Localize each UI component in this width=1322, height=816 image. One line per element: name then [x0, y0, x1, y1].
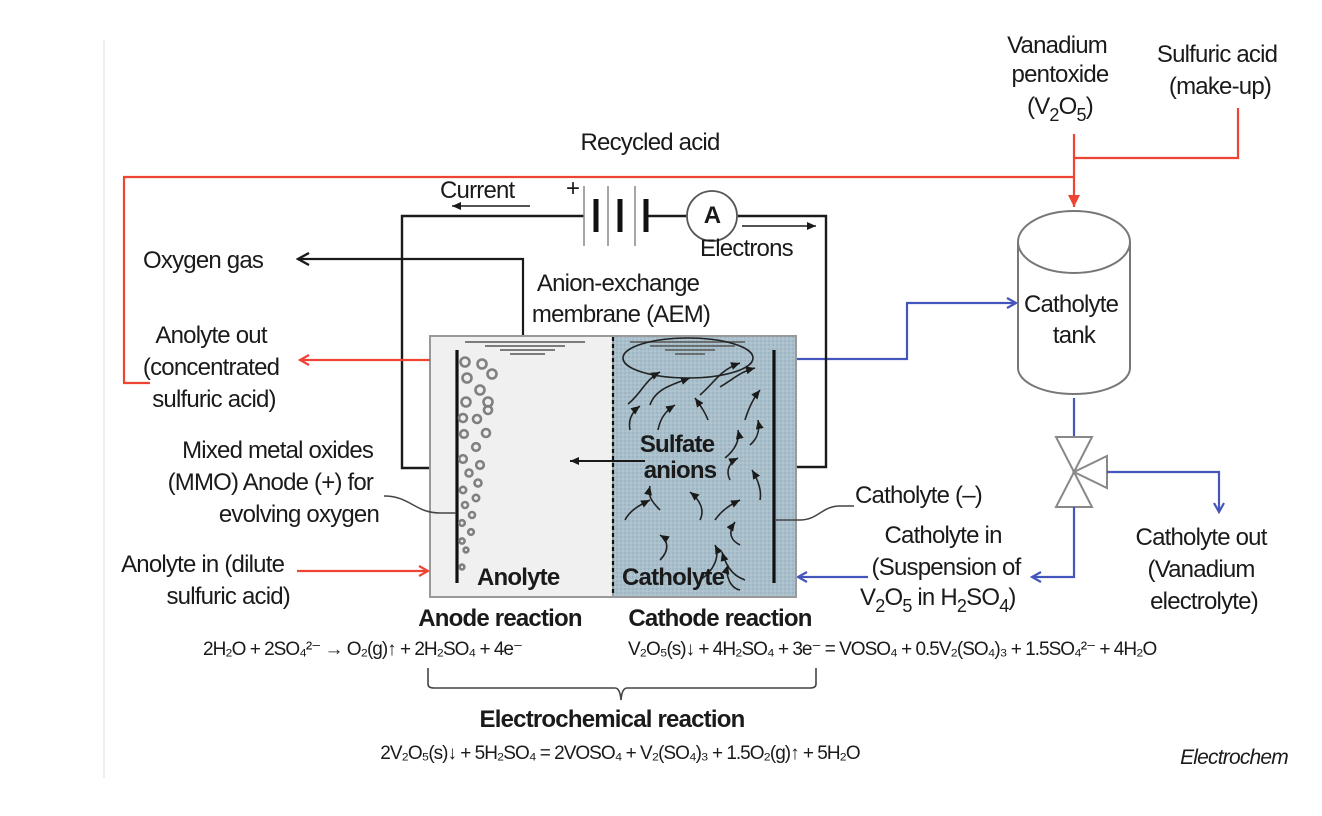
anion-motion-arrow	[624, 499, 651, 521]
catholyte-compartment	[612, 335, 797, 598]
oxygen-bubble	[460, 500, 470, 510]
anode-equation: 2H₂O + 2SO₄²⁻ → O₂(g)↑ + 2H₂SO₄ + 4e⁻	[203, 639, 522, 660]
anion-motion-arrow	[689, 491, 703, 521]
oxygen-bubble	[460, 396, 472, 408]
oxygen-bubble	[471, 493, 481, 503]
cathode-equation: V₂O₅(s)↓ + 4H₂SO₄ + 3e⁻ = VOSO₄ + 0.5V₂(…	[628, 639, 1156, 660]
v2o5-formula: (V2O5)	[1027, 93, 1093, 125]
overall-reaction-title: Electrochemical reaction	[480, 706, 745, 733]
anolyte-out-label: Anolyte out (concentrated sulfuric acid)	[143, 322, 285, 413]
sulfate-anions-label: Sulfate anions	[640, 431, 720, 484]
oxygen-bubble	[457, 518, 467, 528]
battery-plus-sign: +	[566, 175, 579, 202]
catholyte-to-tank-line	[796, 303, 1016, 361]
anion-motion-arrow	[724, 429, 744, 459]
anion-motion-arrow	[649, 377, 691, 406]
oxygen-bubble	[467, 510, 477, 520]
anolyte-in-label: Anolyte in (dilute sulfuric acid)	[121, 551, 290, 610]
anion-motion-arrow	[719, 366, 756, 388]
anion-motion-arrow	[751, 469, 762, 501]
oxygen-bubble	[462, 546, 470, 554]
anion-motion-arrow	[744, 389, 761, 421]
anion-motion-arrow	[628, 405, 641, 431]
catholyte-tank	[1017, 210, 1131, 395]
anion-motion-arrow	[726, 521, 741, 546]
anolyte-level-lines	[465, 341, 585, 355]
anion-motion-arrow	[627, 371, 661, 405]
oxygen-bubble	[458, 485, 468, 495]
catholyte-electrode-label: Catholyte (–)	[855, 482, 982, 509]
sulfate-anion-arrows	[624, 362, 764, 591]
anode-description-label: Mixed metal oxides (MMO) Anode (+) for e…	[168, 437, 379, 528]
oxygen-bubble	[474, 459, 486, 471]
vanadium-pentoxide-label: Vanadium pentoxide	[1007, 32, 1113, 88]
anion-motion-arrow	[721, 564, 741, 591]
anode-callout-line	[383, 495, 456, 514]
electrochemical-cell: Sulfate anions Anolyte Catholyte	[429, 335, 797, 598]
ammeter-label: A	[704, 202, 721, 229]
catholyte-circulation-loop	[622, 337, 754, 379]
oxygen-bubble	[464, 468, 474, 478]
catholyte-compartment-label: Catholyte	[622, 564, 725, 591]
catholyte-return-line	[1032, 507, 1076, 577]
anion-motion-arrow	[699, 362, 741, 396]
battery-icon	[583, 186, 649, 246]
oxygen-bubble	[474, 384, 486, 396]
anode-reaction-title: Anode reaction	[418, 605, 582, 632]
oxygen-bubble	[459, 356, 471, 368]
oxygen-bubble	[458, 537, 466, 545]
recycled-acid-label: Recycled acid	[580, 129, 719, 156]
cathode-reaction-title: Cathode reaction	[628, 605, 811, 632]
three-way-valve	[1054, 436, 1108, 508]
anolyte-compartment-label: Anolyte	[477, 564, 560, 591]
recycled-acid-line	[122, 175, 1074, 385]
anion-motion-arrow	[644, 485, 661, 511]
anion-motion-arrow	[659, 534, 670, 561]
oxygen-bubbles	[457, 356, 498, 571]
oxygen-bubble	[482, 404, 494, 416]
overall-equation: 2V₂O₅(s)↓ + 5H₂SO₄ = 2VOSO₄ + V₂(SO₄)₃ +…	[380, 743, 860, 764]
oxygen-bubble	[470, 441, 482, 453]
catholyte-out-line	[1107, 470, 1219, 512]
oxygen-bubble	[458, 563, 466, 571]
oxygen-bubble	[457, 412, 469, 424]
oxygen-bubble	[476, 358, 488, 370]
current-label: Current	[440, 177, 516, 204]
oxygen-bubble	[473, 478, 483, 488]
oxygen-gas-label: Oxygen gas	[143, 247, 264, 274]
feed-lines	[1068, 108, 1240, 207]
anion-motion-arrow	[727, 457, 739, 481]
sulfuric-acid-makeup-label: Sulfuric acid (make-up)	[1157, 41, 1283, 100]
anolyte-compartment	[429, 335, 614, 598]
ammeter-icon	[686, 190, 738, 242]
anion-motion-arrow	[699, 544, 723, 581]
electrons-label: Electrons	[700, 235, 794, 262]
membrane-label: Anion-exchange membrane (AEM)	[532, 270, 710, 328]
oxygen-gas-line	[298, 259, 525, 340]
cathode-callout-line	[776, 505, 854, 521]
reaction-brace	[427, 668, 817, 701]
oxygen-bubble	[461, 372, 473, 384]
anion-motion-arrow	[749, 419, 764, 446]
catholyte-tank-label: Catholyte tank	[1024, 291, 1124, 349]
catholyte-out-label: Catholyte out (Vanadium electrolyte)	[1136, 524, 1273, 615]
oxygen-bubble	[466, 527, 476, 537]
oxygen-bubble	[458, 428, 470, 440]
anion-motion-arrow	[657, 404, 676, 431]
catholyte-in-formula: V2O5 in H2SO4)	[860, 584, 1016, 616]
anion-motion-arrow	[714, 499, 741, 521]
catholyte-in-label: Catholyte in (Suspension of	[872, 522, 1022, 581]
anion-motion-arrow	[694, 397, 709, 421]
oxygen-bubble	[471, 413, 483, 425]
oxygen-bubble	[457, 453, 469, 465]
oxygen-bubble	[486, 368, 498, 380]
oxygen-bubble	[480, 427, 492, 439]
source-credit: Electrochem	[1180, 746, 1288, 769]
